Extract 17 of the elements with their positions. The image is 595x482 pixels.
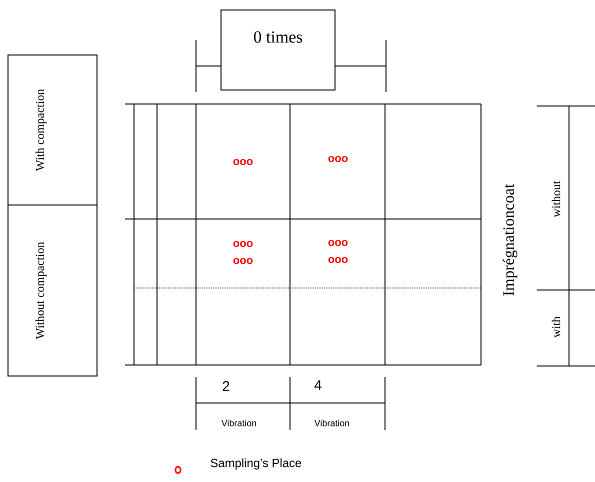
scale-label: with: [552, 316, 560, 338]
label-box: With compaction: [8, 54, 98, 206]
sample-marker: ooo: [328, 156, 348, 162]
sample-marker: ooo: [233, 241, 253, 247]
axis-label: Imprégnationcoat: [502, 184, 518, 296]
sample-marker: ooo: [233, 159, 253, 165]
sample-marker: ooo: [328, 240, 348, 246]
scale-label: without: [552, 180, 560, 218]
sample-marker: ooo: [328, 257, 348, 263]
sample-marker: ooo: [233, 258, 253, 264]
level-number: 2: [222, 381, 230, 391]
axis-label: Vibration: [221, 420, 256, 426]
legend-text: Sampling’s Place: [210, 458, 302, 470]
label-box: 0 times: [220, 10, 336, 90]
label-box: Without compaction: [8, 204, 98, 376]
axis-label: Vibration: [314, 420, 350, 426]
level-number: 4: [314, 380, 322, 390]
